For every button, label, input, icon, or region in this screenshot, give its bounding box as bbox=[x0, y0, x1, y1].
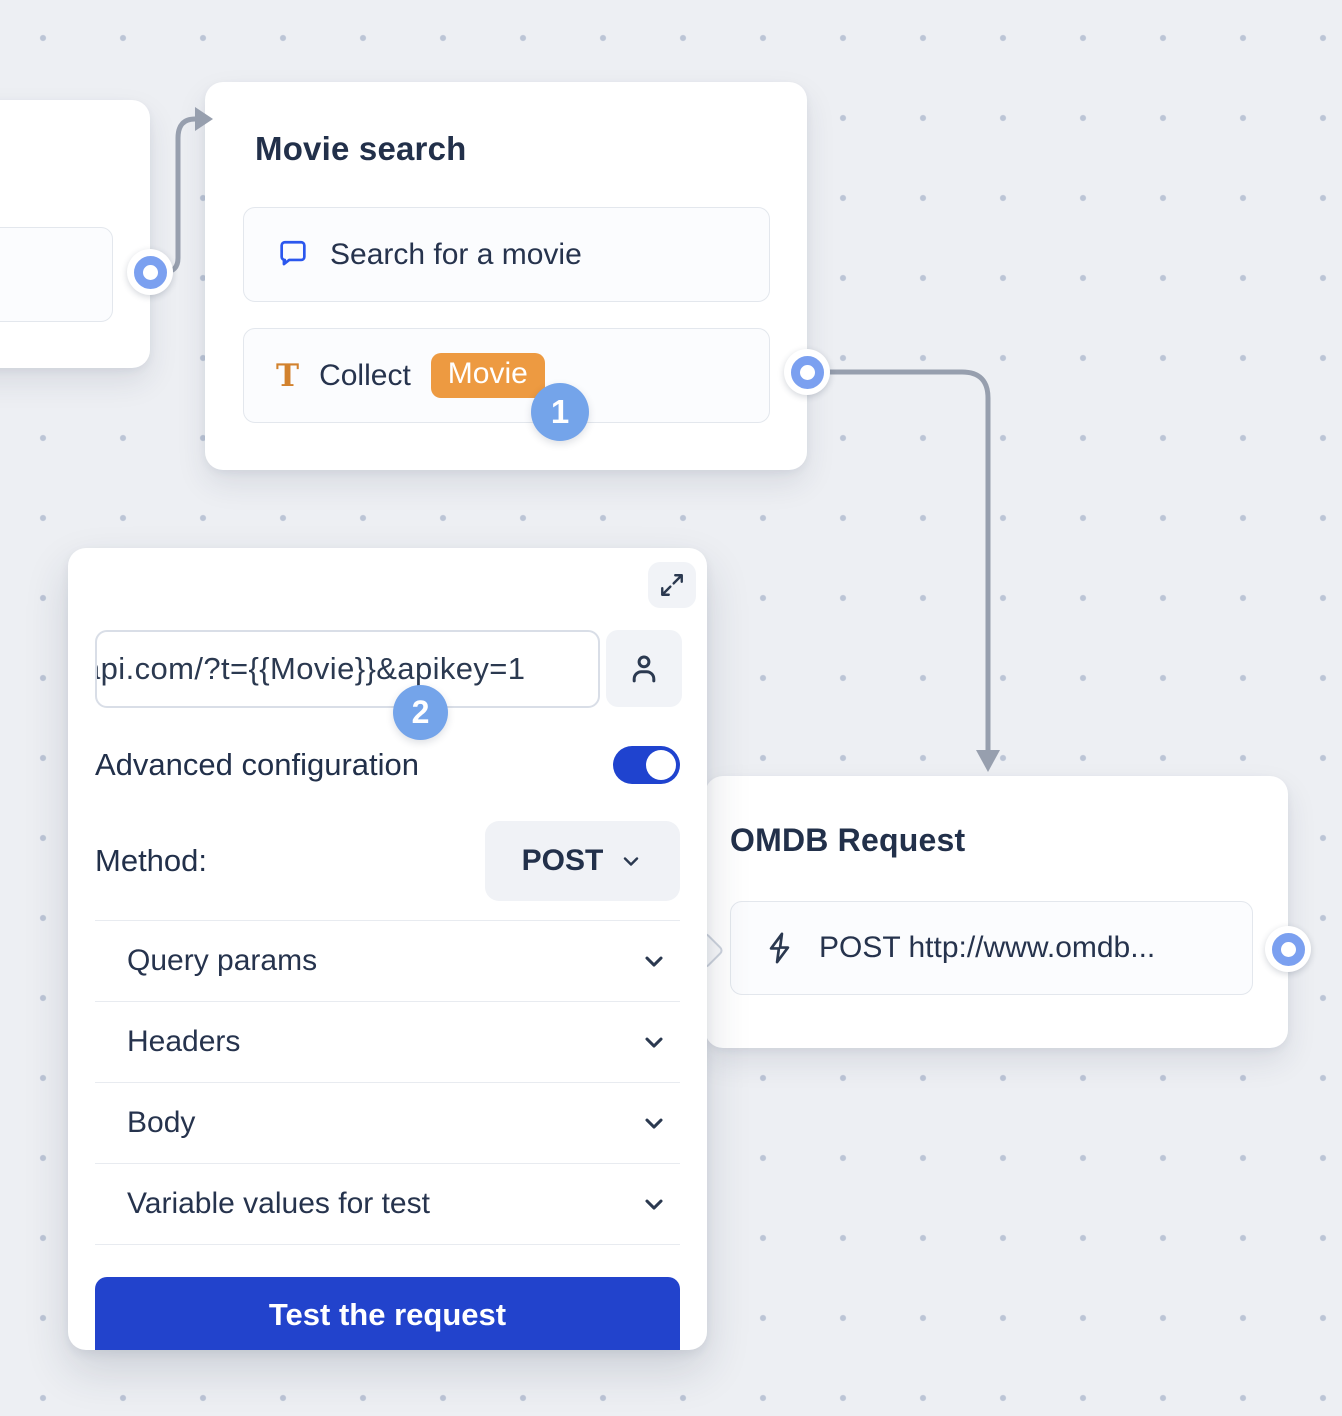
output-port[interactable] bbox=[127, 249, 173, 295]
port-ring-icon bbox=[1271, 932, 1305, 966]
section-headers[interactable]: Headers bbox=[95, 1002, 680, 1083]
node-item-label: POST http://www.omdb... bbox=[819, 931, 1156, 964]
method-dropdown[interactable]: POST bbox=[485, 821, 680, 901]
node-item-partial[interactable] bbox=[0, 227, 113, 322]
step-badge-1: 1 bbox=[531, 383, 589, 441]
variable-chip[interactable]: Movie bbox=[430, 353, 545, 398]
node-item-question[interactable]: Search for a movie bbox=[243, 207, 770, 302]
advanced-configuration-label: Advanced configuration bbox=[95, 747, 420, 782]
test-request-button[interactable]: Test the request bbox=[95, 1277, 680, 1350]
chevron-down-icon bbox=[645, 1199, 663, 1210]
node-item-label: Collect bbox=[319, 358, 411, 392]
collapsible-sections: Query params Headers Body Variable value… bbox=[95, 920, 680, 1245]
method-row: Method: POST bbox=[95, 821, 680, 901]
chevron-down-icon bbox=[645, 1118, 663, 1129]
advanced-configuration-row: Advanced configuration bbox=[95, 745, 680, 785]
advanced-configuration-toggle[interactable] bbox=[613, 746, 680, 784]
node-title: OMDB Request bbox=[730, 822, 966, 858]
section-label: Body bbox=[127, 1106, 196, 1139]
person-icon bbox=[632, 654, 656, 682]
url-input-value: api.com/?t={{Movie}}&apikey=1 bbox=[95, 651, 526, 686]
section-body[interactable]: Body bbox=[95, 1083, 680, 1164]
section-variable-values[interactable]: Variable values for test bbox=[95, 1164, 680, 1245]
text-input-icon: T bbox=[276, 357, 300, 394]
expand-button[interactable] bbox=[648, 562, 696, 608]
node-card-partial[interactable] bbox=[0, 100, 150, 368]
step-badge-2: 2 bbox=[393, 685, 448, 740]
node-card-movie-search[interactable]: Movie search Search for a movie T Collec… bbox=[205, 82, 807, 470]
section-query-params[interactable]: Query params bbox=[95, 921, 680, 1002]
port-ring-icon bbox=[133, 255, 167, 289]
node-item-label: Search for a movie bbox=[330, 237, 582, 271]
node-item-collect[interactable]: T Collect Movie bbox=[243, 328, 770, 423]
section-label: Query params bbox=[127, 944, 318, 977]
method-label: Method: bbox=[95, 843, 208, 878]
expand-icon bbox=[661, 574, 683, 596]
webhook-config-panel: api.com/?t={{Movie}}&apikey=1 Advanced c… bbox=[68, 548, 707, 1350]
output-port[interactable] bbox=[1265, 926, 1311, 972]
node-card-omdb-request[interactable]: OMDB Request POST http://www.omdb... bbox=[686, 776, 1288, 1048]
chevron-down-icon bbox=[624, 857, 639, 866]
chevron-down-icon bbox=[645, 956, 663, 967]
section-label: Variable values for test bbox=[127, 1187, 430, 1220]
output-port[interactable] bbox=[784, 349, 830, 395]
port-ring-icon bbox=[790, 355, 824, 389]
node-item-webhook[interactable]: POST http://www.omdb... bbox=[730, 901, 1253, 995]
lightning-icon bbox=[769, 932, 790, 964]
section-label: Headers bbox=[127, 1025, 241, 1058]
toggle-knob bbox=[646, 750, 676, 780]
chevron-down-icon bbox=[645, 1037, 663, 1048]
url-input[interactable]: api.com/?t={{Movie}}&apikey=1 bbox=[95, 630, 600, 708]
chat-bubble-icon bbox=[280, 240, 306, 265]
method-value: POST bbox=[521, 844, 604, 877]
node-title: Movie search bbox=[255, 130, 467, 167]
insert-variable-button[interactable] bbox=[606, 630, 682, 707]
